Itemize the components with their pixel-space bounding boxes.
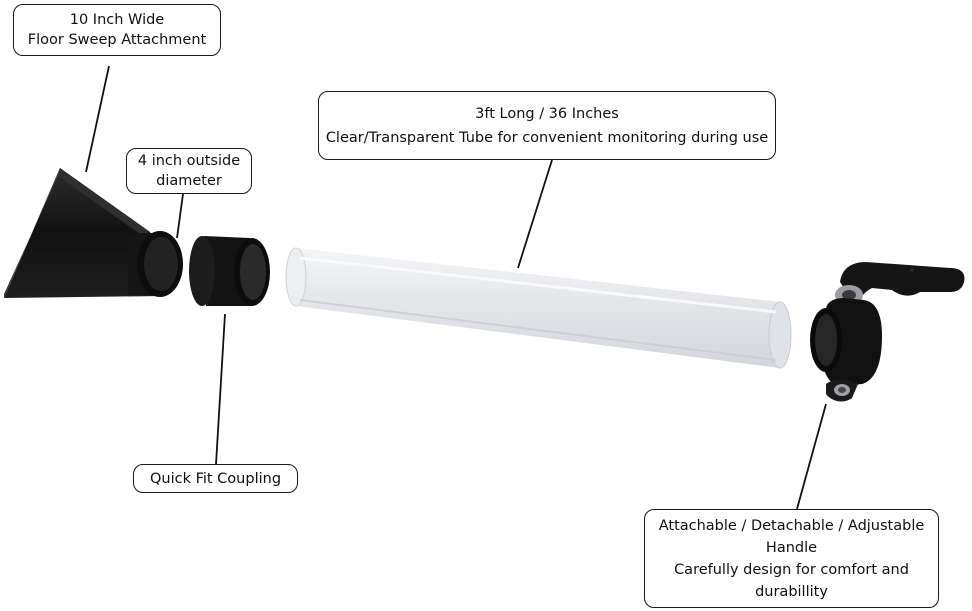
handle	[810, 262, 965, 402]
callout-handle-line1: Attachable / Detachable / Adjustable	[658, 517, 925, 534]
leader-line-handle	[796, 403, 827, 510]
leader-line-sweep	[85, 65, 110, 173]
callout-quick-fit-coupling-line1: Quick Fit Coupling	[149, 470, 282, 487]
callout-handle: Attachable / Detachable / Adjustable Han…	[644, 509, 939, 608]
callout-diameter: 4 inch outside diameter	[126, 148, 252, 194]
leader-line-tube	[517, 159, 553, 269]
callout-handle-line2: Handle	[765, 539, 818, 556]
callout-handle-line3: Carefully design for comfort and	[674, 561, 909, 578]
callout-handle-line4: durabillity	[755, 583, 828, 600]
callout-clear-tube-line1: 3ft Long / 36 Inches	[475, 105, 619, 122]
leader-line-diameter	[176, 193, 184, 239]
callout-floor-sweep: 10 Inch Wide Floor Sweep Attachment	[13, 4, 221, 56]
callout-floor-sweep-line1: 10 Inch Wide	[69, 12, 165, 28]
callout-diameter-line1: 4 inch outside	[137, 153, 241, 169]
quick-fit-coupling	[189, 236, 270, 306]
callout-clear-tube-line2: Clear/Transparent Tube for convenient mo…	[325, 129, 769, 146]
clear-tube	[285, 247, 792, 369]
callout-floor-sweep-line2: Floor Sweep Attachment	[27, 32, 207, 48]
callout-quick-fit-coupling: Quick Fit Coupling	[133, 464, 298, 493]
floor-sweep-attachment	[4, 168, 183, 298]
callout-clear-tube: 3ft Long / 36 Inches Clear/Transparent T…	[318, 91, 776, 160]
callout-diameter-line2: diameter	[156, 173, 222, 189]
leader-lines	[85, 65, 827, 510]
leader-line-coupling	[215, 313, 226, 465]
